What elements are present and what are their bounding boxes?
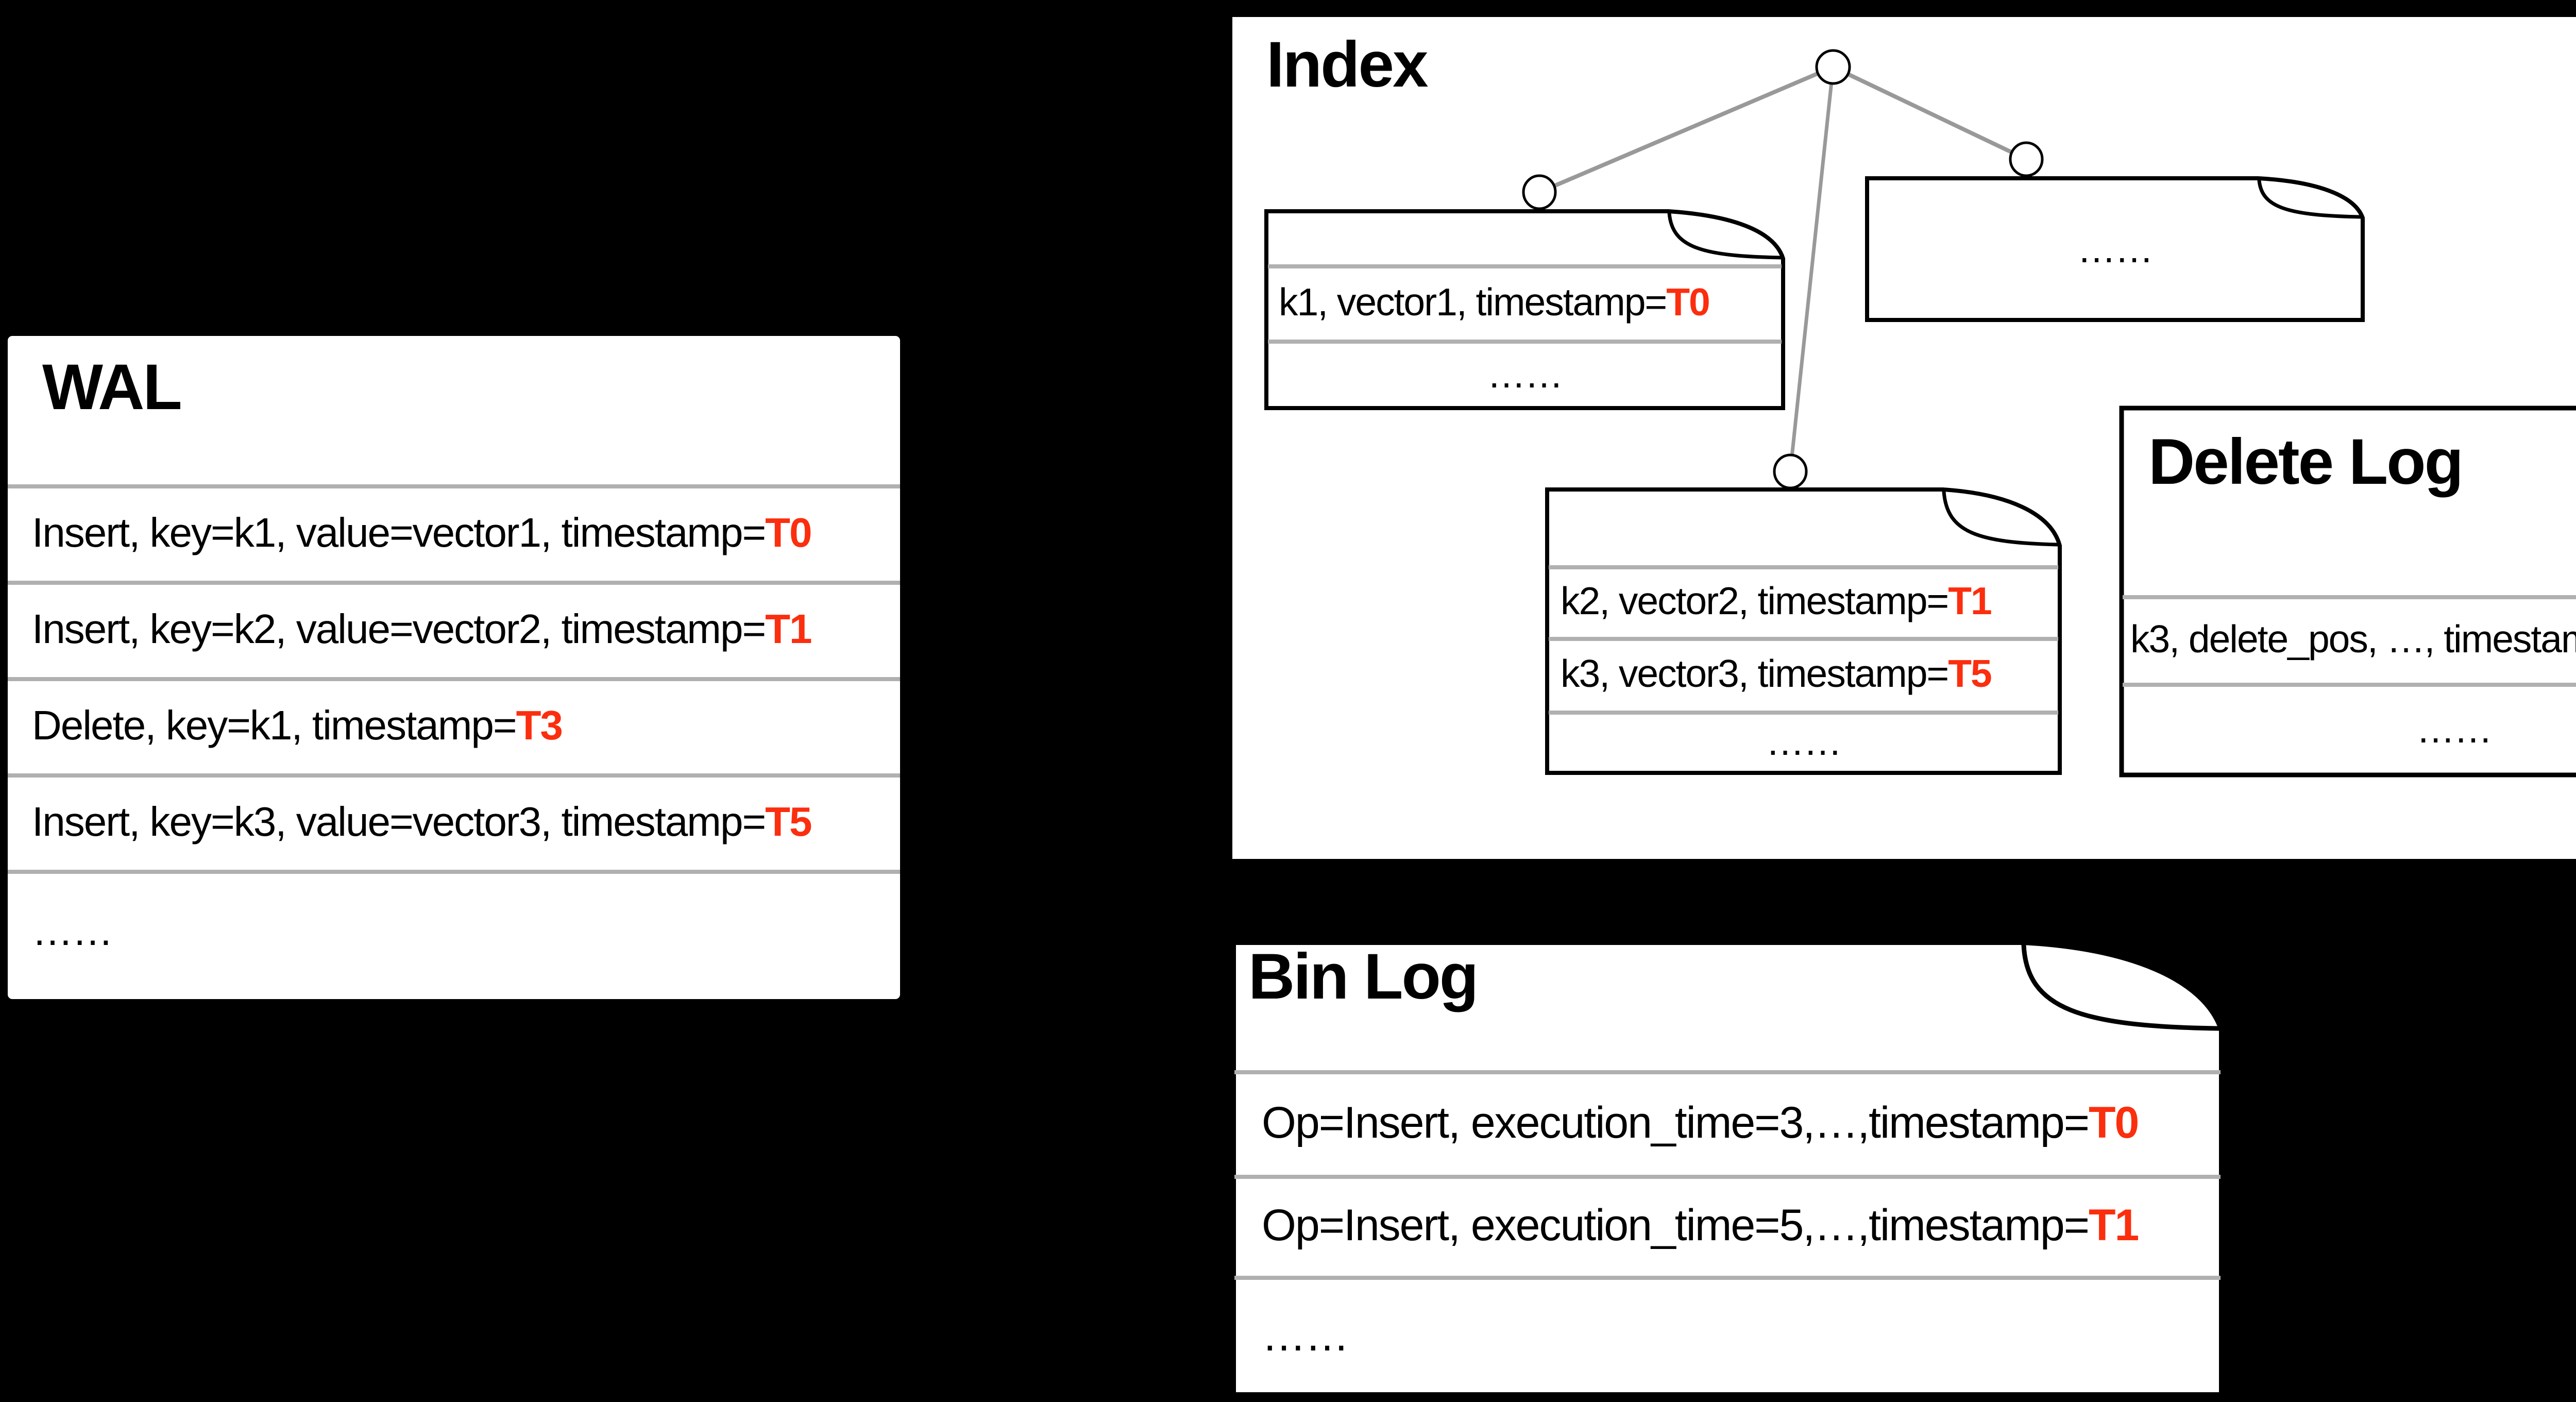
delete-log-row-text: k3, delete_pos, …, timestamp=	[2130, 617, 2576, 661]
document-outline	[1545, 487, 2062, 775]
separator-line	[1268, 340, 1782, 344]
document-shape	[1231, 940, 2224, 1397]
wal-row-text: Insert, key=k3, value=vector3, timestamp…	[32, 798, 766, 844]
wal-row-text: Insert, key=k2, value=vector2, timestamp…	[32, 605, 766, 652]
timestamp-value: T0	[765, 509, 812, 555]
document-outline	[1231, 940, 2224, 1397]
document-shape	[1264, 209, 1785, 410]
document-outline	[1865, 176, 2365, 322]
separator-line	[1234, 1175, 2221, 1179]
document-shape	[1865, 176, 2365, 322]
index-title: Index	[1266, 29, 1428, 100]
delete-log-row-text: ……	[2416, 707, 2493, 751]
timestamp-value: T1	[1948, 579, 1992, 622]
folded-corner-crease	[1667, 211, 1784, 260]
wal-row-text: Delete, key=k1, timestamp=	[32, 702, 517, 748]
wal-title: WAL	[42, 351, 182, 423]
folded-corner-crease	[1942, 489, 2060, 547]
bin-log-title: Bin Log	[1248, 941, 1479, 1012]
segment-row: ……	[1264, 340, 1785, 409]
bin-log-row-text: Op=Insert, execution_time=5,…,timestamp=	[1262, 1201, 2090, 1250]
separator-line	[8, 581, 900, 585]
timestamp-value: T1	[765, 605, 812, 652]
segment-row-text: ……	[2077, 227, 2154, 271]
wal-row: Delete, key=k1, timestamp=T3	[8, 677, 900, 773]
delete-log-title: Delete Log	[2148, 426, 2464, 498]
wal-row-text: Insert, key=k1, value=vector1, timestamp…	[32, 509, 766, 555]
segment-row-text: ……	[1487, 352, 1564, 396]
bin-log-row: Op=Insert, execution_time=3,…,timestamp=…	[1231, 1070, 2224, 1175]
wal-row: Insert, key=k2, value=vector2, timestamp…	[8, 581, 900, 677]
folded-corner-crease	[2021, 942, 2222, 1031]
separator-line	[1549, 637, 2058, 641]
wal-row: ……	[8, 870, 900, 992]
timestamp-value: T5	[765, 798, 812, 844]
separator-line	[8, 677, 900, 681]
timestamp-value: T1	[2088, 1201, 2139, 1250]
bin-log-row-text: Op=Insert, execution_time=3,…,timestamp=	[1262, 1097, 2090, 1147]
segment-row: k2, vector2, timestamp=T1	[1545, 565, 2062, 637]
index-middle-segment-doc: k2, vector2, timestamp=T1 k3, vector3, t…	[1545, 487, 2062, 775]
index-right-segment-doc: ……	[1865, 176, 2365, 323]
bin-log-doc: Bin Log Op=Insert, execution_time=3,…,ti…	[1231, 939, 2224, 1398]
segment-row: ……	[1545, 711, 2062, 773]
timestamp-value: T0	[1666, 280, 1710, 324]
index-left-segment-doc: k1, vector1, timestamp=T0 ……	[1264, 209, 1785, 411]
wal-row: Insert, key=k3, value=vector3, timestamp…	[8, 773, 900, 870]
segment-row: k3, vector3, timestamp=T5	[1545, 637, 2062, 711]
document-shape	[1545, 487, 2062, 775]
delete-log-row: ……	[2119, 683, 2576, 775]
separator-line	[1268, 264, 1782, 268]
segment-row-text: ……	[1766, 720, 1842, 763]
separator-line	[8, 773, 900, 778]
separator-line	[2123, 683, 2576, 687]
segment-row: ……	[1865, 176, 2365, 323]
separator-line	[2123, 595, 2576, 599]
delete-log-doc: Delete Log k3, delete_pos, …, timestamp=…	[2119, 405, 2576, 778]
segment-row: k1, vector1, timestamp=T0	[1264, 264, 1785, 340]
timestamp-value: T0	[2088, 1097, 2139, 1147]
segment-row-text: k1, vector1, timestamp=	[1279, 280, 1667, 324]
wal-box: WAL Insert, key=k1, value=vector1, times…	[4, 332, 904, 1003]
timestamp-value: T3	[516, 702, 563, 748]
folded-corner-crease	[2257, 178, 2363, 219]
separator-line	[8, 484, 900, 488]
timestamp-value: T5	[1948, 652, 1992, 695]
separator-line	[1549, 711, 2058, 715]
segment-row-text: k2, vector2, timestamp=	[1561, 579, 1949, 622]
separator-line	[1549, 565, 2058, 569]
bin-log-row-text: ……	[1262, 1310, 1349, 1360]
segment-row-text: k3, vector3, timestamp=	[1561, 652, 1949, 695]
delete-log-row: k3, delete_pos, …, timestamp=T3	[2119, 595, 2576, 683]
wal-row: Insert, key=k1, value=vector1, timestamp…	[8, 484, 900, 581]
bin-log-row: Op=Insert, execution_time=5,…,timestamp=…	[1231, 1175, 2224, 1276]
wal-row-text: ……	[32, 907, 113, 954]
separator-line	[8, 870, 900, 874]
separator-line	[1234, 1070, 2221, 1074]
bin-log-row: ……	[1231, 1276, 2224, 1395]
separator-line	[1234, 1276, 2221, 1280]
